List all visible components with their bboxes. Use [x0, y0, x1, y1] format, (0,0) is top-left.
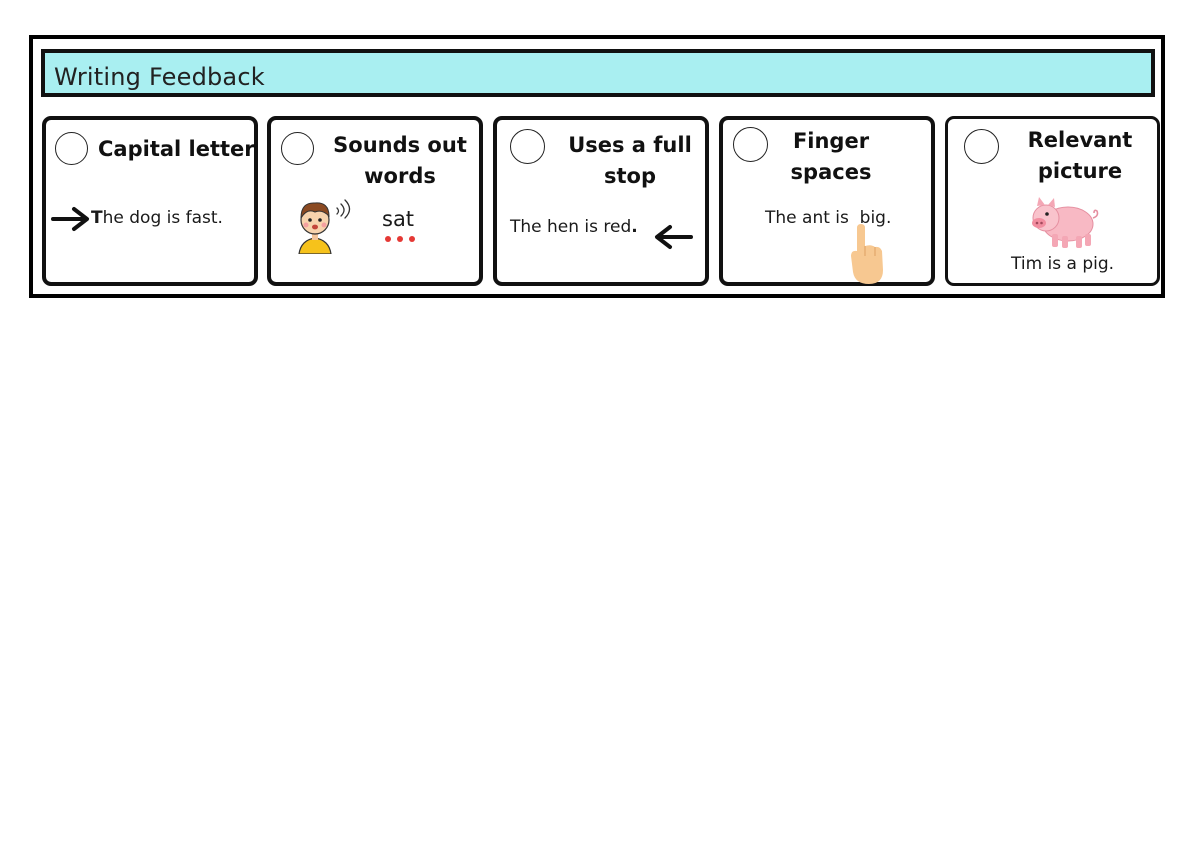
checkbox-circle[interactable]	[964, 129, 999, 164]
checkbox-circle[interactable]	[55, 132, 88, 165]
example-sentence: The ant is big.	[765, 208, 892, 228]
pig-icon	[1032, 197, 1099, 248]
criterion-card-relevant-picture: Relevant picture Tim is a pig.	[945, 116, 1160, 286]
arrow-right-icon	[51, 207, 89, 231]
sound-dot	[397, 236, 403, 242]
checkbox-circle[interactable]	[510, 129, 545, 164]
criterion-card-capital-letter: Capital letter The dog is fast.	[42, 116, 258, 286]
criterion-title: Finger spaces	[790, 129, 872, 184]
criterion-title: Capital letter	[98, 137, 255, 161]
criterion-card-full-stop: Uses a full stop The hen is red.	[493, 116, 709, 286]
example-sentence: The dog is fast.	[91, 208, 223, 228]
sound-dot	[385, 236, 391, 242]
criterion-card-finger-spaces: Finger spaces The ant is big.	[719, 116, 935, 286]
criterion-title: Uses a full stop	[568, 133, 692, 188]
checkbox-circle[interactable]	[733, 127, 768, 162]
title-bar: Writing Feedback	[41, 49, 1155, 97]
example-sentence: Tim is a pig.	[1011, 254, 1115, 274]
arrow-left-icon	[655, 225, 693, 249]
criterion-card-sounds-out-words: Sounds out words sat	[267, 116, 483, 286]
example-sentence: The hen is red.	[510, 217, 638, 237]
capital-letter: T	[91, 208, 103, 228]
feedback-sheet: Writing Feedback Capital letter The dog …	[29, 35, 1165, 298]
checkbox-circle[interactable]	[281, 132, 314, 165]
boy-speaking-icon	[298, 199, 351, 254]
page-title: Writing Feedback	[54, 63, 265, 91]
pointing-finger-icon	[851, 224, 883, 284]
example-word: sat	[382, 207, 415, 231]
criterion-title: Relevant picture	[1027, 128, 1133, 183]
sound-dots	[385, 236, 415, 242]
full-stop-mark: .	[631, 217, 638, 237]
criterion-title: Sounds out words	[333, 133, 467, 188]
sound-dot	[409, 236, 415, 242]
